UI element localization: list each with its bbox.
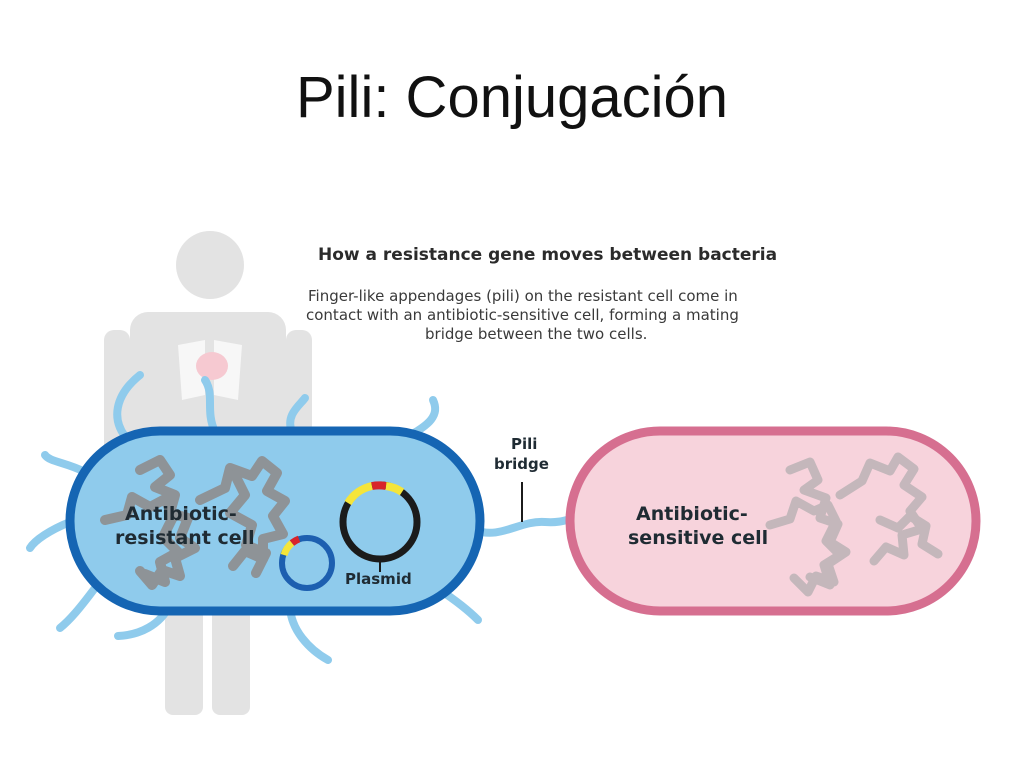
small-plasmid (279, 535, 335, 591)
pilus (113, 371, 144, 444)
pili-bridge (471, 514, 579, 537)
figure-description-line-1: Finger-like appendages (pili) on the res… (308, 287, 738, 305)
resistant-cell-dna (100, 455, 290, 590)
figure-heading: How a resistance gene moves between bact… (318, 245, 777, 265)
silhouette-lungs (178, 340, 242, 400)
figure-description-line-3: bridge between the two cells. (425, 325, 647, 343)
pili-bridge-label-line-2: bridge (494, 455, 549, 473)
silhouette-heart (196, 352, 228, 380)
sensitive-cell-label-line-1: Antibiotic- (636, 503, 748, 525)
figure-description-line-2: contact with an antibiotic-sensitive cel… (306, 306, 739, 324)
pilus (26, 518, 74, 552)
slide-title: Pili: Conjugación (295, 65, 729, 130)
resistant-cell-label-line-2: resistant cell (115, 527, 255, 549)
pilus (56, 584, 99, 632)
silhouette-head (176, 231, 244, 299)
sensitive-cell-label-line-2: sensitive cell (628, 527, 768, 549)
sensitive-cell-dna (765, 452, 943, 597)
resistant-cell-label-line-1: Antibiotic- (125, 503, 237, 525)
pili-bridge-label-line-1: Pili (511, 435, 537, 453)
plasmid-label: Plasmid (345, 570, 412, 588)
plasmid (339, 481, 421, 572)
pilus (41, 451, 89, 476)
